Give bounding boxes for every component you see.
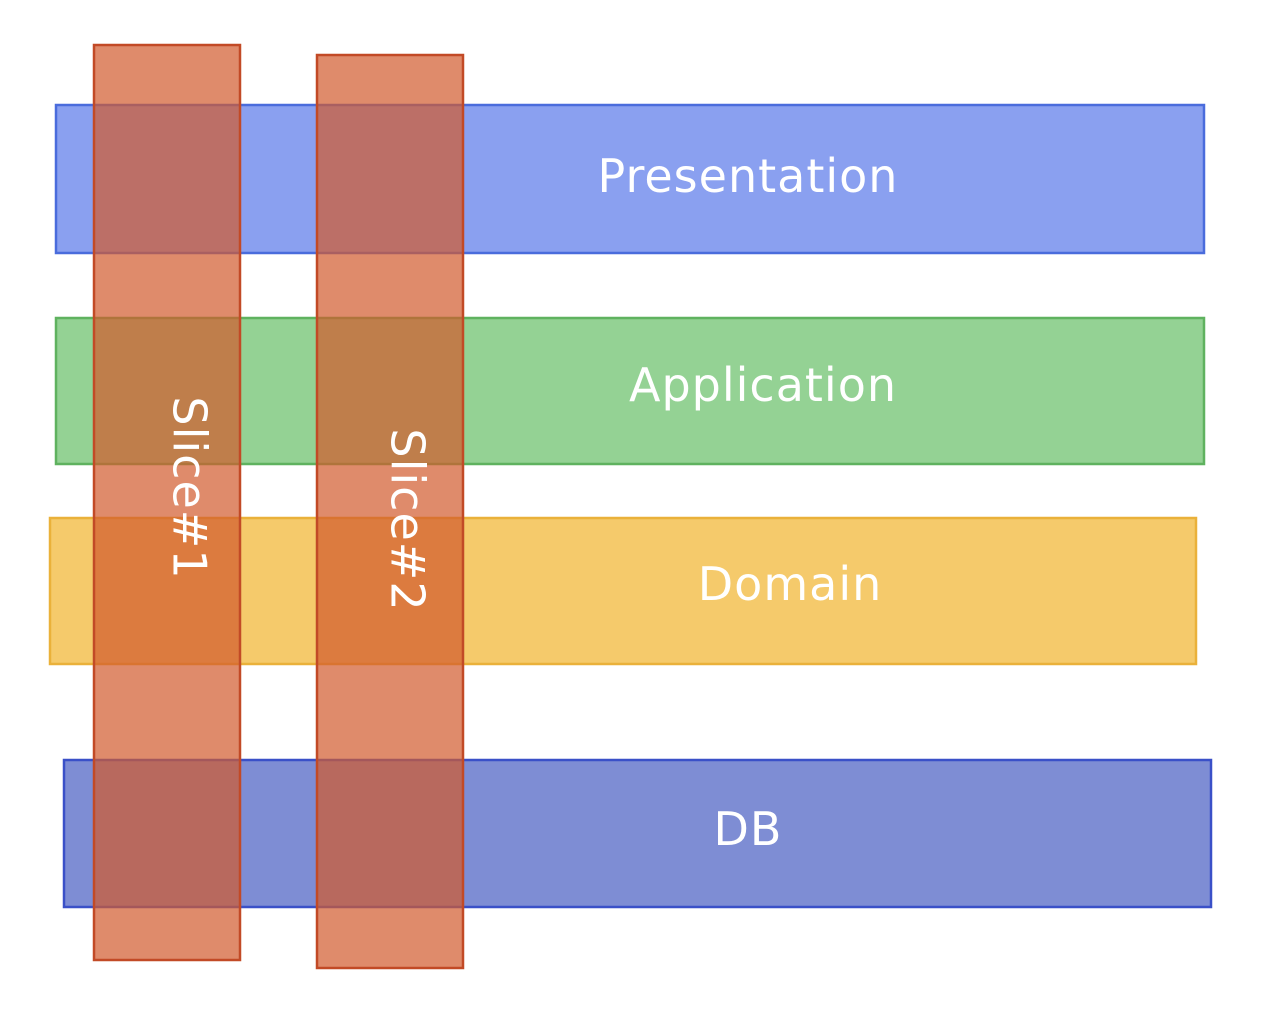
layer-band-application: Application: [54, 316, 1206, 466]
layer-band-db: DB: [62, 758, 1213, 909]
layer-label-application: Application: [629, 358, 897, 412]
layer-label-presentation: Presentation: [598, 149, 899, 203]
slice-label-2: Slice#2: [381, 428, 435, 611]
layer-band-presentation: Presentation: [54, 103, 1206, 255]
slice-label-1: Slice#1: [163, 396, 217, 579]
slice-column-2: Slice#2: [315, 53, 465, 970]
layer-label-domain: Domain: [698, 557, 883, 611]
layer-label-db: DB: [714, 802, 783, 856]
slice-column-1: Slice#1: [92, 43, 242, 962]
